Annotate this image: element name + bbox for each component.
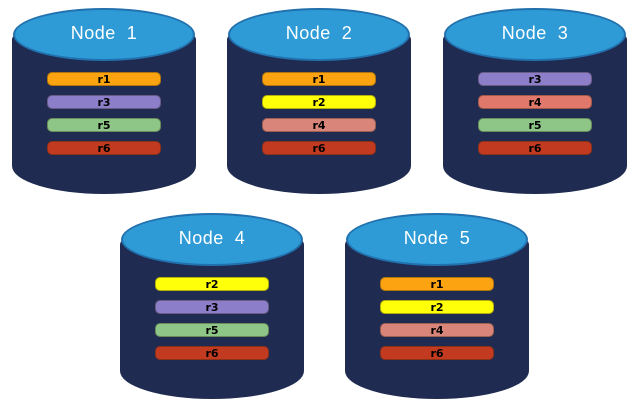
replica-bar-label: r3 — [97, 95, 111, 109]
replica-bar-label: r2 — [430, 300, 444, 314]
node-title: Node 3 — [501, 23, 569, 43]
node-title: Node 5 — [403, 228, 471, 248]
replica-bar: r5 — [155, 323, 269, 337]
cylinder-top-ellipse: Node 4 — [121, 213, 303, 266]
replica-bar: r6 — [380, 346, 494, 360]
node-title: Node 4 — [178, 228, 246, 248]
replica-bar: r5 — [47, 118, 161, 132]
replica-bar: r6 — [478, 141, 592, 155]
node-title: Node 1 — [70, 23, 138, 43]
replica-bar-label: r3 — [205, 300, 219, 314]
replica-bar: r3 — [47, 95, 161, 109]
node-cylinder-5: Node 5 r1 r2 r4 r6 — [345, 213, 529, 399]
replica-bar-label: r2 — [205, 277, 219, 291]
replica-bar-label: r3 — [528, 72, 542, 86]
cylinder-top-ellipse: Node 3 — [444, 8, 626, 61]
replica-bar-label: r2 — [312, 95, 326, 109]
node-cylinder-1: Node 1 r1 r3 r5 r6 — [12, 8, 196, 194]
replica-bar-label: r6 — [528, 141, 542, 155]
replica-bar: r6 — [262, 141, 376, 155]
replica-bar: r4 — [478, 95, 592, 109]
replica-bar: r3 — [155, 300, 269, 314]
replica-bar: r6 — [155, 346, 269, 360]
replica-bar-label: r6 — [205, 346, 219, 360]
replica-bar: r4 — [262, 118, 376, 132]
replica-bar: r4 — [380, 323, 494, 337]
replica-bar-list: r1 r3 r5 r6 — [12, 72, 196, 155]
node-title: Node 2 — [285, 23, 353, 43]
node-cylinder-2: Node 2 r1 r2 r4 r6 — [227, 8, 411, 194]
replica-bar-label: r5 — [205, 323, 219, 337]
replica-bar-list: r3 r4 r5 r6 — [443, 72, 627, 155]
replica-bar: r2 — [380, 300, 494, 314]
replica-bar-label: r5 — [528, 118, 542, 132]
replica-bar-label: r1 — [430, 277, 444, 291]
cylinder-top-ellipse: Node 1 — [13, 8, 195, 61]
node-cylinder-3: Node 3 r3 r4 r5 r6 — [443, 8, 627, 194]
cylinder-top-ellipse: Node 5 — [346, 213, 528, 266]
replica-bar-list: r2 r3 r5 r6 — [120, 277, 304, 360]
replica-bar: r6 — [47, 141, 161, 155]
replica-bar: r1 — [262, 72, 376, 86]
replica-bar-label: r4 — [312, 118, 326, 132]
replica-bar-list: r1 r2 r4 r6 — [345, 277, 529, 360]
replica-bar-label: r6 — [312, 141, 326, 155]
replica-bar-label: r6 — [97, 141, 111, 155]
replica-bar: r2 — [155, 277, 269, 291]
replica-bar-label: r1 — [97, 72, 111, 86]
replica-bar-label: r5 — [97, 118, 111, 132]
replica-bar-label: r4 — [430, 323, 444, 337]
replica-bar-label: r6 — [430, 346, 444, 360]
replica-bar: r5 — [478, 118, 592, 132]
replica-bar-list: r1 r2 r4 r6 — [227, 72, 411, 155]
replica-bar: r1 — [380, 277, 494, 291]
replica-bar-label: r4 — [528, 95, 542, 109]
replica-bar-label: r1 — [312, 72, 326, 86]
cylinder-top-ellipse: Node 2 — [228, 8, 410, 61]
replica-bar: r3 — [478, 72, 592, 86]
node-cylinder-4: Node 4 r2 r3 r5 r6 — [120, 213, 304, 399]
replica-bar: r2 — [262, 95, 376, 109]
replica-bar: r1 — [47, 72, 161, 86]
